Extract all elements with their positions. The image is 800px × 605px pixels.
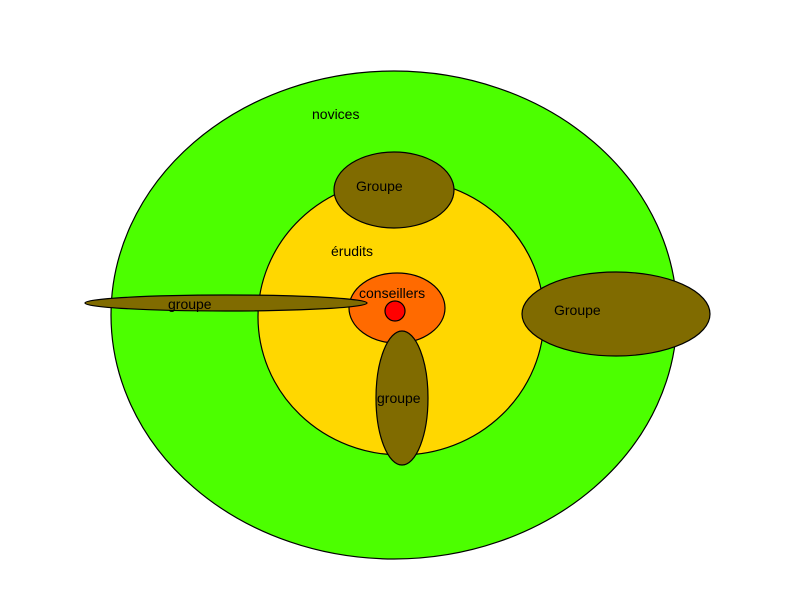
group-right [521, 271, 711, 357]
label-group-right: Groupe [554, 302, 601, 318]
group-top [333, 151, 455, 229]
core-circle [384, 300, 406, 322]
label-group-top: Groupe [356, 178, 403, 194]
group-left [84, 294, 368, 312]
group-bottom [375, 330, 429, 466]
label-group-left: groupe [168, 296, 212, 312]
label-group-bottom: groupe [377, 390, 421, 406]
label-conseillers: conseillers [359, 285, 425, 301]
label-erudits: érudits [331, 243, 373, 259]
label-novices: novices [312, 106, 359, 122]
